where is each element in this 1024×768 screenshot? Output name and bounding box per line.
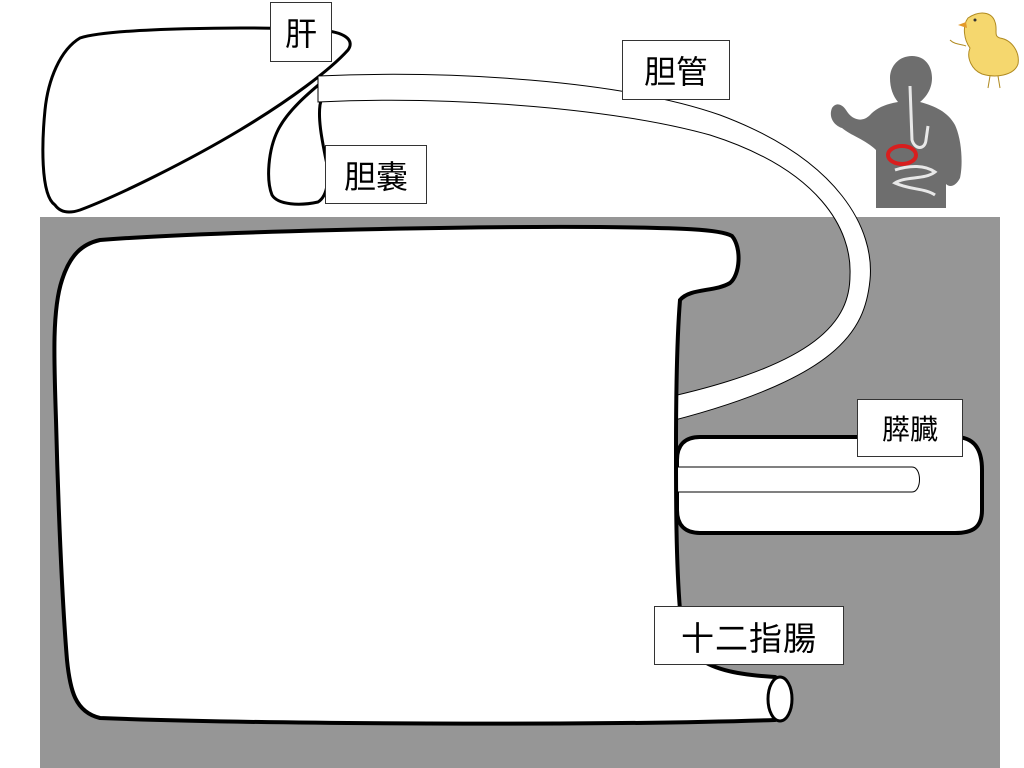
duodenum-end-opening [766, 675, 794, 723]
duck-body [963, 12, 1019, 77]
pancreatic-duct-shape [654, 466, 920, 493]
gallbladder-label: 胆嚢 [325, 145, 427, 204]
duck-legs [949, 39, 1001, 89]
duck-icon [949, 12, 1019, 89]
body-silhouette [830, 56, 962, 208]
gallbladder-shape [267, 80, 330, 206]
duck-beak [958, 22, 967, 28]
liver-label: 肝 [270, 2, 332, 62]
duck-eye [973, 18, 977, 22]
duodenum-label: 十二指腸 [654, 606, 844, 665]
liver-shape [41, 26, 352, 214]
pancreas-label: 膵臓 [857, 399, 963, 457]
digestive-tract-outline [892, 85, 938, 197]
duodenum-highlight-ring [886, 144, 918, 166]
bile-duct-label: 胆管 [622, 40, 730, 100]
human-body-icon [830, 56, 962, 208]
